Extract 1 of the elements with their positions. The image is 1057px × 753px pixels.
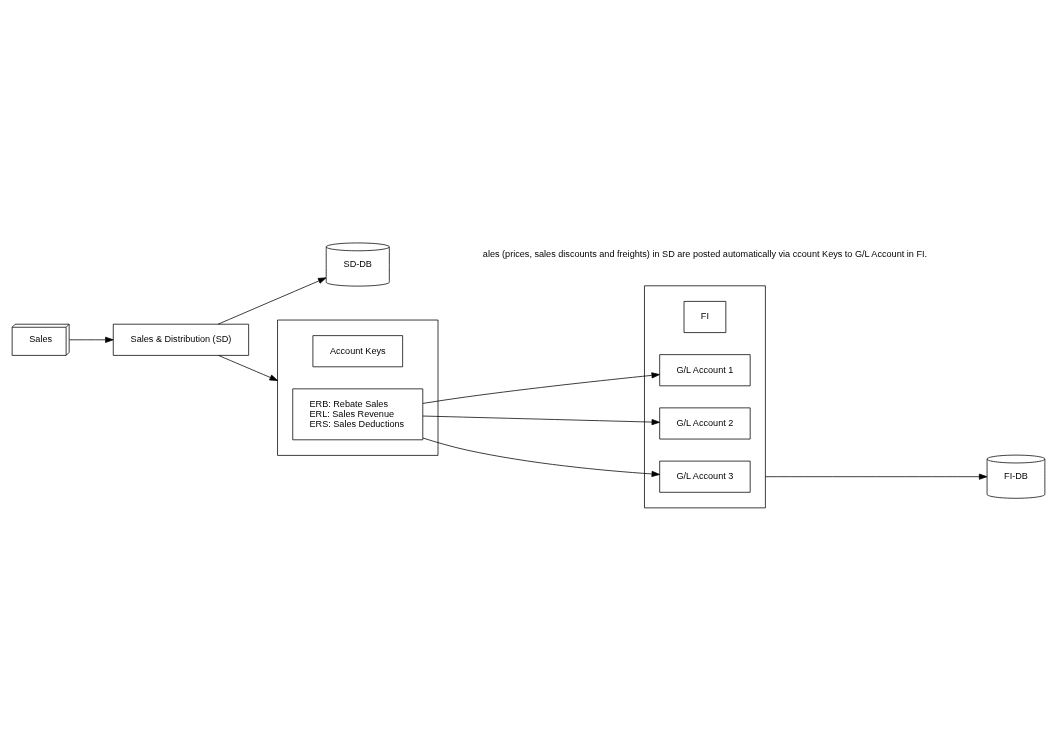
label: ales (prices, sales discounts and freights) in SD are posted automatically via ccount Keys to G/L Account in FI. bbox=[482, 248, 928, 259]
